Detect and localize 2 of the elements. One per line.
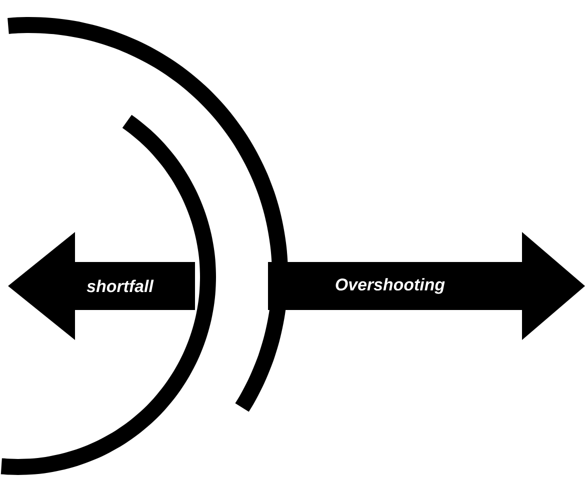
arrow-banner: Overshooting [268,232,585,340]
arrow-banner: shortfall [8,232,195,340]
